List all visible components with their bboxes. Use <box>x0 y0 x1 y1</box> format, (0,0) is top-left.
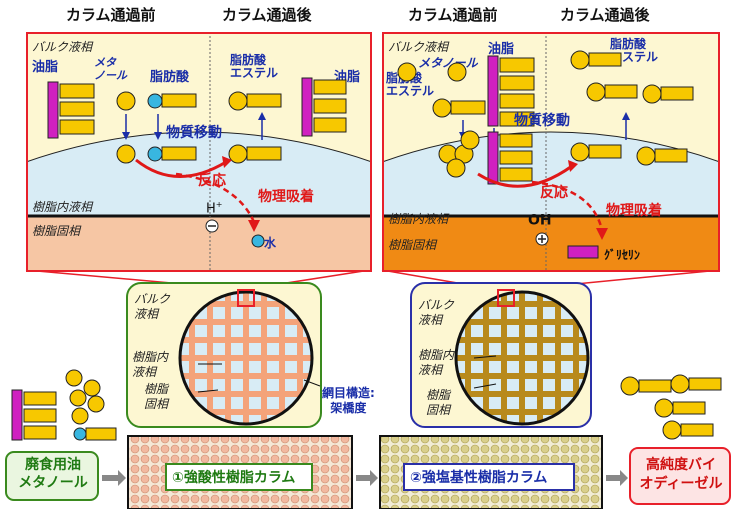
right-ester-right-label: 脂肪酸エステル <box>610 37 659 64</box>
oil-molecule-before <box>47 81 95 139</box>
left-resin-bead <box>126 282 322 428</box>
right-adsorption-label: 物理吸着 <box>606 203 662 219</box>
right-oil-label: 油脂 <box>488 42 515 57</box>
network-label: 網目構造:架橋度 <box>322 386 375 415</box>
left-mass-transfer-label: 物質移動 <box>166 125 222 141</box>
right-bead-internal-label: 樹脂内液相 <box>418 348 455 377</box>
left-bead-bulk-label: バルク液相 <box>134 292 171 321</box>
left-bead-solid-label: 樹脂固相 <box>144 382 169 411</box>
left-bead-internal-label: 樹脂内液相 <box>132 350 169 379</box>
right-after-header: カラム通過後 <box>560 6 650 24</box>
input-label: 廃食用油メタノール <box>18 457 88 491</box>
left-reaction-label: 反応 <box>198 173 226 189</box>
left-water-label: 水 <box>264 236 277 250</box>
right-mass-transfer-label: 物質移動 <box>514 113 570 129</box>
right-resin-bead <box>410 282 592 428</box>
right-reaction-label: 反応 <box>540 185 568 201</box>
output-molecules <box>620 374 722 440</box>
right-hydroxide-label: OH- <box>528 212 555 229</box>
left-after-header: カラム通過後 <box>222 6 312 24</box>
left-oil-before-label: 油脂 <box>32 60 59 75</box>
left-mechanism-panel <box>26 32 372 272</box>
left-solid-label: 樹脂固相 <box>32 224 81 238</box>
process-flow <box>5 435 731 509</box>
right-before-header: カラム通過前 <box>408 6 498 24</box>
left-bulk-label: バルク液相 <box>32 40 93 54</box>
left-internal-label: 樹脂内液相 <box>32 200 93 214</box>
column1-label: ①強酸性樹脂カラム <box>172 470 296 486</box>
left-methanol-label: メタノール <box>94 56 127 82</box>
right-bead-solid-label: 樹脂固相 <box>426 388 451 417</box>
right-solid-label: 樹脂固相 <box>388 238 437 252</box>
left-adsorption-label: 物理吸着 <box>258 189 314 205</box>
left-before-header: カラム通過前 <box>66 6 156 24</box>
left-molecules <box>47 77 347 248</box>
right-bead-bulk-label: バルク液相 <box>418 298 455 327</box>
input-molecules <box>11 369 117 441</box>
output-label: 高純度バイオディーゼル <box>639 457 723 492</box>
column2-label: ②強塩基性樹脂カラム <box>410 470 548 486</box>
left-proton-label: H+ <box>206 200 223 217</box>
left-fatty-acid-label: 脂肪酸 <box>150 70 190 85</box>
right-internal-label: 樹脂内液相 <box>388 212 449 226</box>
left-ester-label: 脂肪酸エステル <box>230 53 279 80</box>
right-glycerin-label: ｸﾞﾘｾﾘﾝ <box>604 248 641 262</box>
right-molecules <box>397 50 694 259</box>
right-bulk-label: バルク液相 <box>388 40 449 54</box>
